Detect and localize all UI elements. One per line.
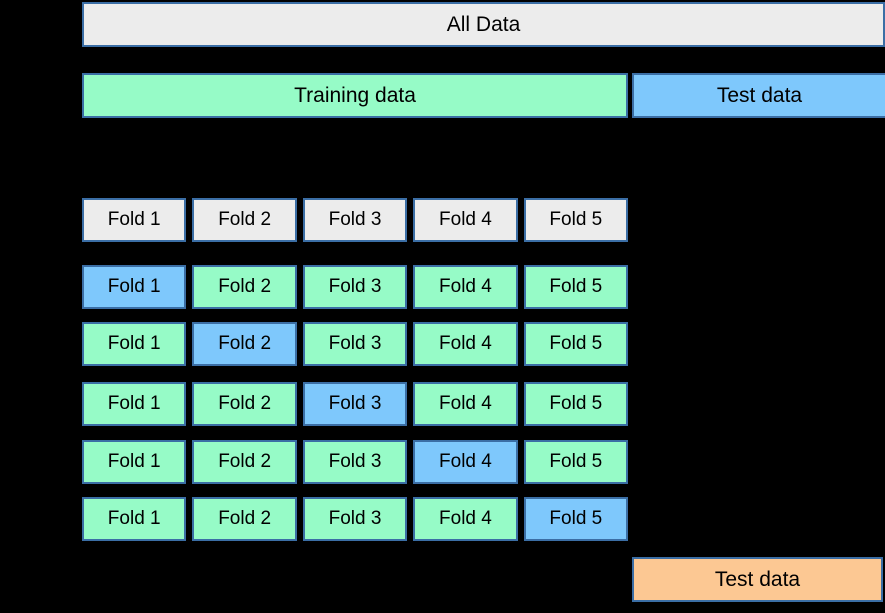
test-data-box-top: Test data — [632, 73, 885, 118]
fold-cell-split-2-3-train: Fold 3 — [302, 322, 408, 366]
fold-cell-split-1-2-train: Fold 2 — [192, 265, 297, 309]
fold-cell-fold-partition-row-2-neutral: Fold 2 — [192, 198, 297, 242]
fold-cell-split-2-5-train: Fold 5 — [523, 322, 629, 366]
fold-cell-split-1-3-train: Fold 3 — [302, 265, 408, 309]
fold-cell-fold-partition-row-3-neutral: Fold 3 — [302, 198, 408, 242]
fold-cell-split-4-1-train: Fold 1 — [82, 440, 187, 484]
fold-cell-split-4-2-train: Fold 2 — [192, 440, 297, 484]
fold-cell-split-2-1-train: Fold 1 — [82, 322, 187, 366]
fold-cell-fold-partition-row-4-neutral: Fold 4 — [413, 198, 518, 242]
fold-cell-split-1-5-train: Fold 5 — [523, 265, 629, 309]
fold-cell-split-3-3-valid: Fold 3 — [302, 382, 408, 426]
fold-cell-split-5-2-train: Fold 2 — [192, 497, 297, 541]
fold-cell-split-1-4-train: Fold 4 — [413, 265, 518, 309]
fold-cell-split-4-4-valid: Fold 4 — [413, 440, 518, 484]
fold-cell-split-2-2-valid: Fold 2 — [192, 322, 297, 366]
fold-cell-split-5-5-valid: Fold 5 — [523, 497, 629, 541]
training-data-box: Training data — [82, 73, 628, 118]
fold-cell-split-3-2-train: Fold 2 — [192, 382, 297, 426]
fold-cell-split-5-3-train: Fold 3 — [302, 497, 408, 541]
fold-cell-fold-partition-row-1-neutral: Fold 1 — [82, 198, 187, 242]
fold-cell-split-3-1-train: Fold 1 — [82, 382, 187, 426]
fold-cell-split-2-4-train: Fold 4 — [413, 322, 518, 366]
fold-cell-split-5-1-train: Fold 1 — [82, 497, 187, 541]
fold-cell-split-3-4-train: Fold 4 — [413, 382, 518, 426]
test-data-box-bottom: Test data — [632, 557, 883, 602]
fold-cell-split-3-5-train: Fold 5 — [523, 382, 629, 426]
fold-cell-split-4-5-train: Fold 5 — [523, 440, 629, 484]
fold-cell-split-1-1-valid: Fold 1 — [82, 265, 187, 309]
all-data-box: All Data — [82, 2, 885, 47]
fold-cell-fold-partition-row-5-neutral: Fold 5 — [523, 198, 629, 242]
fold-cell-split-5-4-train: Fold 4 — [413, 497, 518, 541]
fold-cell-split-4-3-train: Fold 3 — [302, 440, 408, 484]
